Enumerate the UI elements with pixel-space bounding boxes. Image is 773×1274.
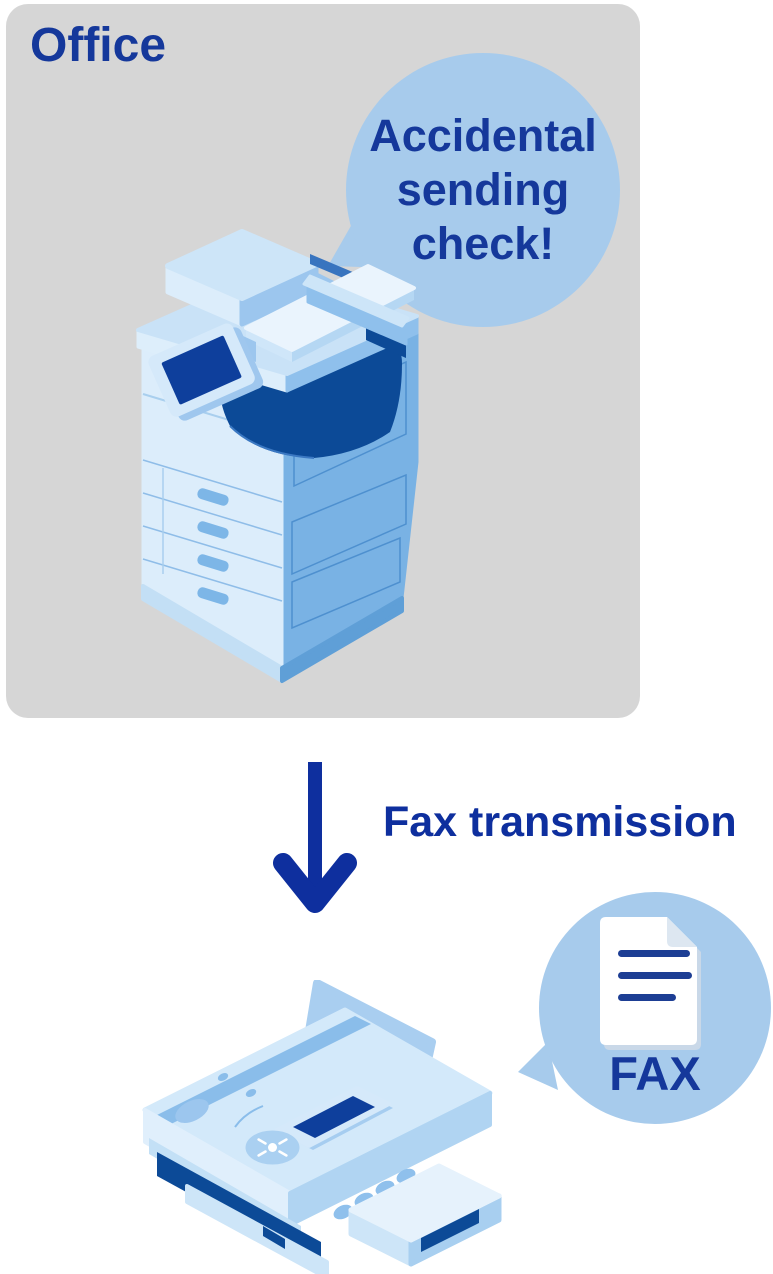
fax-body	[142, 1007, 493, 1274]
printer-screen	[161, 335, 242, 405]
office-label: Office	[30, 19, 167, 72]
printer-drawer-handles	[197, 488, 229, 605]
down-arrow-icon	[273, 762, 357, 913]
check-bubble-line: check!	[411, 218, 555, 269]
printer-control-panel	[148, 323, 264, 421]
fax-display	[275, 1086, 393, 1150]
fax-output-tray	[348, 1163, 502, 1267]
check-speech-bubble: Accidental sending check!	[346, 53, 620, 327]
printer-tray-rim	[302, 274, 410, 358]
fax-label: FAX	[609, 1047, 701, 1100]
fax-transmission-label: Fax transmission	[383, 798, 737, 846]
multifunction-printer-illustration	[136, 229, 419, 683]
fax-machine-illustration	[142, 980, 502, 1274]
fax-handset-rest	[175, 1099, 209, 1123]
fax-document-lines	[618, 950, 692, 1001]
check-bubble-line: Accidental	[369, 110, 597, 161]
fax-dial	[245, 1130, 300, 1165]
fax-document-icon	[600, 917, 701, 1050]
check-bubble-line: sending	[396, 164, 570, 215]
